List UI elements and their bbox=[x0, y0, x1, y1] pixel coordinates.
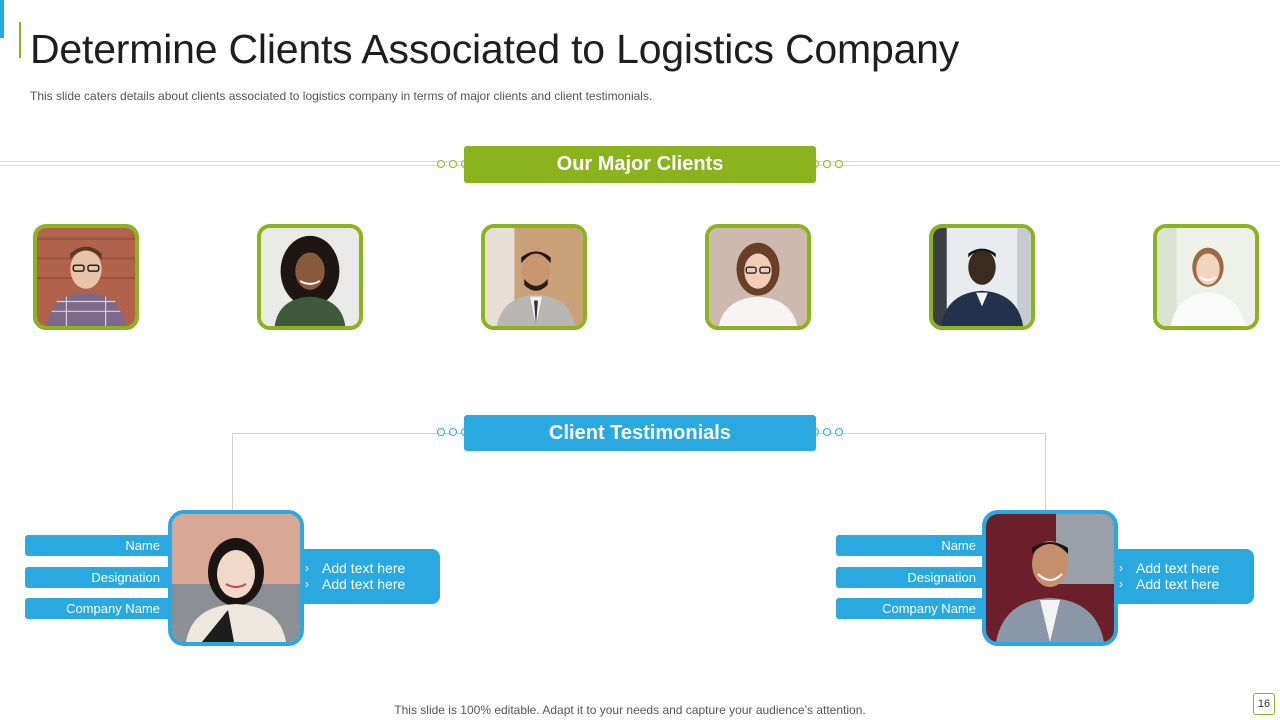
list-item: › Add text here bbox=[296, 576, 440, 592]
page-number: 16 bbox=[1253, 693, 1275, 715]
chevron-right-icon: › bbox=[305, 577, 309, 591]
testimonial-left-textbox: › Add text here › Add text here bbox=[296, 549, 440, 604]
person-photo-icon bbox=[986, 514, 1114, 642]
person-photo-icon bbox=[172, 514, 300, 642]
decor-dot bbox=[835, 160, 843, 168]
person-photo-icon bbox=[1157, 228, 1255, 326]
person-photo-icon bbox=[485, 228, 583, 326]
decor-dot bbox=[437, 428, 445, 436]
testimonial-left-name: Name bbox=[25, 535, 170, 556]
testimonial-right-photo bbox=[982, 510, 1118, 646]
testimonial-right-name: Name bbox=[836, 535, 986, 556]
list-item: › Add text here bbox=[1110, 560, 1254, 576]
testimonial-text: Add text here bbox=[322, 576, 406, 592]
person-photo-icon bbox=[709, 228, 807, 326]
chevron-right-icon: › bbox=[1119, 577, 1123, 591]
chevron-right-icon: › bbox=[1119, 561, 1123, 575]
client-photo-3 bbox=[481, 224, 587, 330]
testimonial-right-designation: Designation bbox=[836, 567, 986, 588]
decor-dot bbox=[823, 428, 831, 436]
list-item: › Add text here bbox=[296, 560, 440, 576]
person-photo-icon bbox=[261, 228, 359, 326]
person-photo-icon bbox=[37, 228, 135, 326]
chevron-right-icon: › bbox=[305, 561, 309, 575]
page-subtitle: This slide caters details about clients … bbox=[30, 89, 653, 103]
testimonial-left-designation: Designation bbox=[25, 567, 170, 588]
decor-dot bbox=[823, 160, 831, 168]
testimonial-text: Add text here bbox=[322, 560, 406, 576]
testimonial-left-company: Company Name bbox=[25, 598, 170, 619]
client-photo-6 bbox=[1153, 224, 1259, 330]
page-title: Determine Clients Associated to Logistic… bbox=[30, 26, 960, 72]
testimonial-right-company: Company Name bbox=[836, 598, 986, 619]
decor-dot bbox=[835, 428, 843, 436]
testimonial-text: Add text here bbox=[1136, 576, 1220, 592]
testimonial-right-textbox: › Add text here › Add text here bbox=[1110, 549, 1254, 604]
major-clients-heading: Our Major Clients bbox=[464, 146, 816, 183]
accent-bar-blue bbox=[0, 0, 4, 38]
testimonial-text: Add text here bbox=[1136, 560, 1220, 576]
testimonial-left-photo bbox=[168, 510, 304, 646]
decor-dot bbox=[449, 428, 457, 436]
client-photo-4 bbox=[705, 224, 811, 330]
decor-dot bbox=[437, 160, 445, 168]
person-photo-icon bbox=[933, 228, 1031, 326]
accent-bar-green bbox=[19, 22, 21, 58]
client-photo-5 bbox=[929, 224, 1035, 330]
list-item: › Add text here bbox=[1110, 576, 1254, 592]
footer-note: This slide is 100% editable. Adapt it to… bbox=[394, 703, 866, 717]
client-photo-2 bbox=[257, 224, 363, 330]
client-testimonials-heading: Client Testimonials bbox=[464, 415, 816, 451]
decor-dot bbox=[449, 160, 457, 168]
client-photo-1 bbox=[33, 224, 139, 330]
